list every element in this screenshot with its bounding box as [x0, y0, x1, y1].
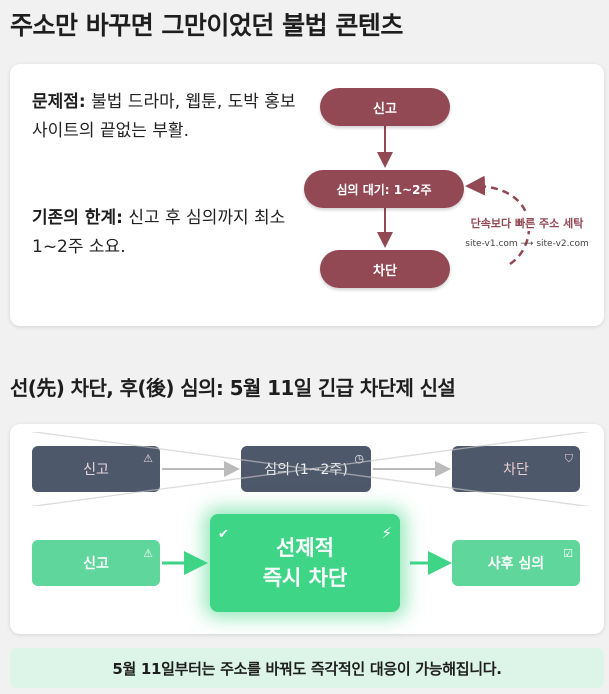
problem-paragraph: 문제점: 불법 드라마, 웹툰, 도박 홍보 사이트의 끝없는 부활.: [32, 88, 302, 146]
new-report-label: 신고: [83, 556, 109, 572]
hero-line2: 즉시 차단: [262, 566, 348, 590]
old-report-node: 신고 ⚠: [32, 446, 160, 492]
problem-label: 문제점:: [32, 92, 86, 112]
section1-title: 주소만 바꾸면 그만이었던 불법 콘텐츠: [10, 11, 403, 40]
evasion-from: site-v1.com: [465, 239, 518, 249]
check-circle-icon: ✔: [218, 527, 229, 542]
warning-icon: ⚠: [143, 547, 153, 560]
limit-label: 기존의 한계:: [32, 208, 123, 228]
evasion-caption: 단속보다 빠른 주소 세탁 site-v1.com ⟶ site-v2.com: [456, 212, 598, 249]
warning-icon: ⚠: [143, 452, 153, 465]
post-review-node: 사후 심의 ☑: [452, 540, 580, 586]
evasion-caption-title: 단속보다 빠른 주소 세탁: [467, 215, 587, 231]
problem-text: 불법 드라마, 웹툰, 도박 홍보 사이트의 끝없는 부활.: [32, 92, 296, 141]
flow-report-node: 신고: [320, 88, 450, 126]
clock-icon: ◷: [354, 452, 364, 465]
solution-card: 신고 ⚠ 심의 (1~2주) ◷ 차단 ⛉ 신고 ⚠ ✔ ⚡ 선제적 즉시 차단…: [10, 424, 604, 634]
document-check-icon: ☑: [563, 547, 573, 560]
old-block-label: 차단: [503, 462, 529, 478]
instant-block-hero: ✔ ⚡ 선제적 즉시 차단: [210, 514, 400, 612]
post-review-label: 사후 심의: [487, 556, 545, 572]
limit-text: 신고 후 심의까지 최소 1~2주 소요.: [32, 208, 286, 257]
old-review-label: 심의 (1~2주): [264, 462, 348, 478]
flow-review-node: 심의 대기: 1~2주: [304, 170, 464, 208]
problem-card: 문제점: 불법 드라마, 웹툰, 도박 홍보 사이트의 끝없는 부활. 기존의 …: [10, 64, 604, 326]
section2-title: 선(先) 차단, 후(後) 심의: 5월 11일 긴급 차단제 신설: [10, 376, 456, 400]
right-arrow-icon: ⟶: [520, 239, 534, 249]
hero-line1: 선제적: [276, 536, 334, 560]
new-report-node: 신고 ⚠: [32, 540, 160, 586]
footer-text: 5월 11일부터는 주소를 바꿔도 즉각적인 대응이 가능해집니다.: [112, 659, 502, 678]
old-block-node: 차단 ⛉: [452, 446, 580, 492]
shield-icon: ⛉: [564, 452, 573, 465]
limit-paragraph: 기존의 한계: 신고 후 심의까지 최소 1~2주 소요.: [32, 204, 302, 262]
footer-banner: 5월 11일부터는 주소를 바꿔도 즉각적인 대응이 가능해집니다.: [10, 648, 604, 688]
old-report-label: 신고: [83, 462, 109, 478]
evasion-to: site-v2.com: [536, 239, 589, 249]
lightning-bolt-icon: ⚡: [381, 524, 392, 542]
flow-block-node: 차단: [320, 250, 450, 288]
old-review-node: 심의 (1~2주) ◷: [241, 446, 371, 492]
evasion-domains: site-v1.com ⟶ site-v2.com: [456, 239, 598, 249]
